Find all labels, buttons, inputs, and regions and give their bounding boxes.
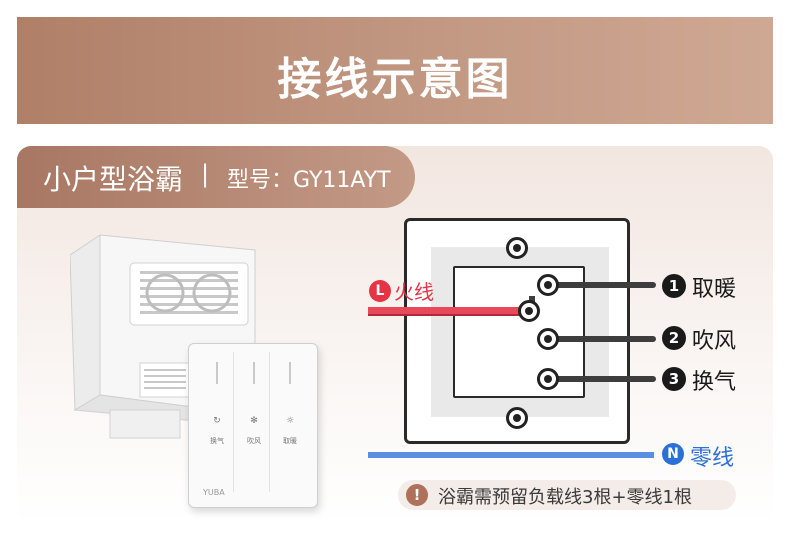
fan-icon: ✻	[250, 416, 258, 426]
page-title: 接线示意图	[277, 54, 513, 105]
live-label: 火线	[394, 280, 434, 304]
neutral-badge: N	[662, 443, 684, 465]
terminal-label-blow: 吹风	[692, 329, 737, 354]
warning-icon: !	[406, 484, 428, 506]
terminal-number-3: 3	[662, 367, 686, 391]
load-wire-heat	[548, 282, 656, 288]
live-wire	[368, 307, 528, 314]
switch-key-ventilation: ↻ 换气	[197, 352, 237, 492]
terminal-screw-common	[518, 300, 540, 322]
brand-logo: YUBA	[203, 488, 225, 497]
neutral-label: 零线	[690, 446, 735, 471]
model-pill: 小户型浴霸 | 型号：GY11AYT	[17, 146, 415, 208]
mount-screw-bottom	[506, 407, 528, 429]
terminal-label-vent: 换气	[692, 370, 737, 395]
model-separator: |	[201, 160, 210, 188]
terminal-label-heat: 取暖	[692, 277, 737, 302]
mount-screw-top	[506, 237, 528, 259]
terminal-number-1: 1	[662, 274, 686, 298]
switch-back-plate	[404, 218, 630, 444]
terminal-number-2: 2	[662, 326, 686, 350]
model-name: 小户型浴霸	[43, 163, 184, 196]
switch-key-heat: ☼ 取暖	[269, 352, 310, 492]
neutral-wire	[368, 452, 654, 458]
title-banner: 接线示意图	[17, 17, 773, 124]
live-badge: L	[369, 280, 391, 302]
wiring-note: ! 浴霸需预留负载线3根+零线1根	[398, 480, 736, 510]
ventilation-icon: ↻	[213, 416, 221, 426]
load-wire-vent	[548, 376, 656, 382]
switch-label-ventilation: 换气	[210, 437, 224, 445]
switch-label-blow: 吹风	[247, 437, 261, 445]
model-number: 型号：GY11AYT	[227, 168, 391, 193]
lamp-icon: ☼	[285, 416, 295, 426]
terminal-screw-3	[537, 368, 559, 390]
switch-key-blow: ✻ 吹风	[233, 352, 274, 492]
note-text: 浴霸需预留负载线3根+零线1根	[438, 487, 692, 508]
switch-label-heat: 取暖	[283, 437, 297, 445]
load-wire-blow	[548, 336, 656, 342]
terminal-screw-1	[537, 274, 559, 296]
terminal-screw-2	[537, 328, 559, 350]
wall-switch: ↻ 换气 ✻ 吹风 ☼ 取暖 YUBA	[188, 343, 318, 508]
